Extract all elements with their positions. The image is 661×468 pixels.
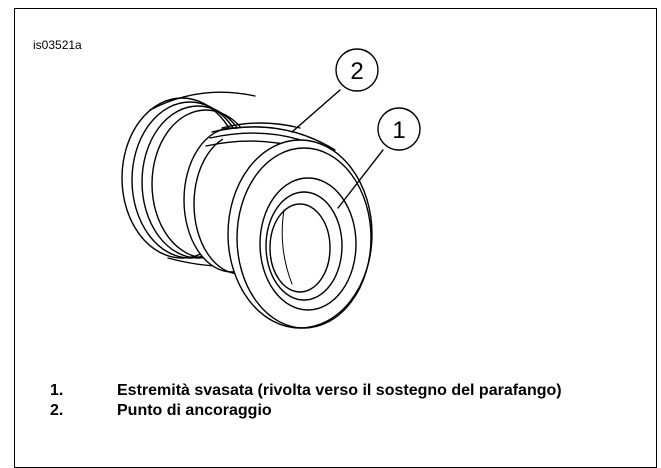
legend-number: 1. [50, 382, 64, 399]
legend-text: Punto di ancoraggio [117, 402, 272, 419]
callout-2-number: 2 [350, 58, 363, 85]
legend-number: 2. [50, 402, 64, 419]
figure-id: is03521a [33, 38, 82, 52]
legend: 1. Estremità svasata (rivolta verso il s… [50, 381, 640, 421]
callout-1-number: 1 [392, 117, 405, 144]
bushing-illustration: 2 1 [121, 48, 421, 329]
legend-item-2: 2. Punto di ancoraggio [50, 401, 640, 421]
legend-item-1: 1. Estremità svasata (rivolta verso il s… [50, 381, 640, 401]
legend-text: Estremità svasata (rivolta verso il sost… [117, 382, 562, 399]
callout-2-leader [291, 48, 379, 133]
callout-1-leader [337, 107, 421, 209]
front-face [259, 177, 357, 311]
